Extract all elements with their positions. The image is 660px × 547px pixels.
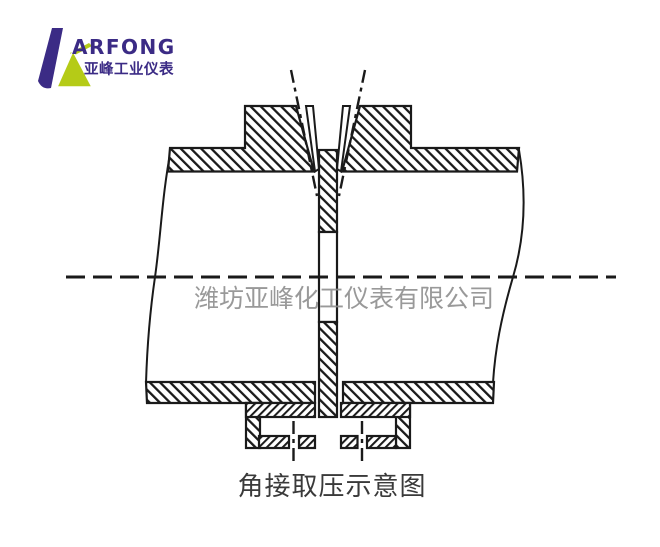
brand-subtitle: 亚峰工业仪表 [84, 62, 174, 78]
watermark-text: 潍坊亚峰化工仪表有限公司 [194, 284, 495, 313]
pipe-break-line-left [145, 148, 172, 384]
logo-mark-icon [38, 28, 94, 89]
logo-triangle-shape [55, 49, 94, 88]
lower-pipe-wall-left [144, 380, 317, 405]
upper-flange-right [340, 104, 521, 173]
tap-axis-top-right [337, 69, 367, 197]
orifice-plate-bottom [317, 320, 339, 419]
diagram-caption: 角接取压示意图 [237, 472, 427, 502]
pipe-break-line-right [492, 149, 525, 384]
orifice-plate-top [317, 148, 339, 234]
upper-flange-left [166, 104, 316, 173]
annular-chamber-right [339, 401, 412, 450]
tap-axis-top-left [289, 69, 319, 197]
lower-pipe-wall-right [341, 380, 496, 405]
logo-accent-swoosh [70, 43, 92, 56]
brand-name: ARFONG [72, 35, 176, 59]
logo-blade-shape [38, 28, 63, 89]
annular-chamber-left [244, 401, 317, 450]
company-logo: ARFONG 亚峰工业仪表 [26, 22, 206, 96]
